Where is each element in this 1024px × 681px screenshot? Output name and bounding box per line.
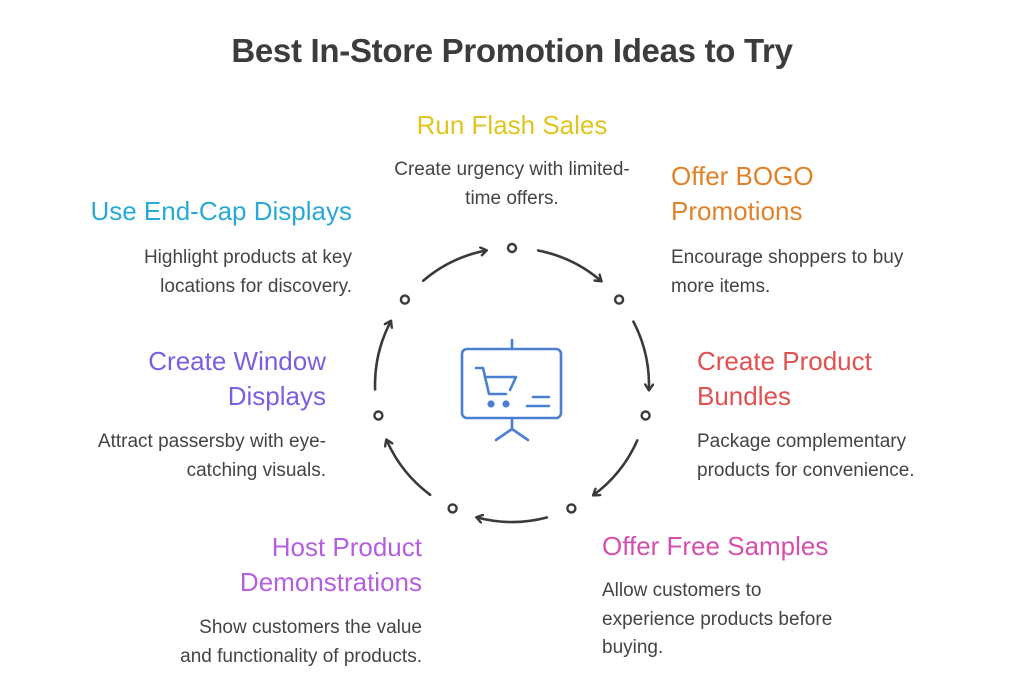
cycle-arrow — [373, 322, 391, 391]
step-use-end-cap-displays: Use End-Cap Displays Highlight products … — [12, 194, 352, 301]
step-description-line: catching visuals. — [186, 459, 326, 481]
step-description: Attract passersby with eye- catching vis… — [6, 428, 326, 485]
step-title: Run Flash Sales — [352, 108, 672, 143]
step-title-line: Run Flash Sales — [416, 110, 608, 140]
step-offer-bogo-promotions: Offer BOGO Promotions Encourage shoppers… — [671, 159, 1011, 301]
cycle-arrow — [594, 439, 639, 494]
step-title-line: Host Product — [271, 532, 422, 562]
step-description-line: Show customers the value — [199, 617, 422, 638]
step-title: Host Product Demonstrations — [22, 530, 422, 600]
step-host-product-demonstrations: Host Product Demonstrations Show custome… — [22, 530, 422, 671]
step-description: Encourage shoppers to buy more items. — [671, 244, 1011, 301]
step-title: Use End-Cap Displays — [12, 194, 352, 229]
cycle-arrow — [421, 251, 486, 282]
step-description: Show customers the value and functionali… — [22, 614, 422, 671]
step-title-line: Offer Free Samples — [602, 531, 829, 561]
cycle-node-dot — [613, 294, 625, 305]
step-description-line: Create urgency with limited- — [394, 159, 630, 180]
step-description: Highlight products at key locations for … — [12, 244, 352, 301]
step-description-line: products for convenience. — [697, 459, 915, 481]
cycle-arrow — [536, 249, 601, 281]
cycle-node-dot — [373, 410, 384, 421]
step-title: Create Product Bundles — [697, 344, 1017, 414]
step-title-line: Offer BOGO — [671, 161, 814, 191]
step-description-line: buying. — [602, 637, 664, 658]
cycle-arrow — [632, 320, 649, 390]
diagram-title: Best In-Store Promotion Ideas to Try — [231, 32, 793, 69]
cycle-arcs — [373, 249, 649, 522]
cycle-node-dot — [399, 294, 411, 305]
retail-presentation-cart-icon — [460, 338, 563, 442]
step-title-line: Use End-Cap Displays — [90, 196, 352, 226]
step-description-line: experience products before — [602, 608, 833, 630]
step-create-product-bundles: Create Product Bundles Package complemen… — [697, 344, 1017, 485]
step-description-line: Highlight products at key — [143, 247, 352, 268]
cycle-arrow — [477, 518, 549, 522]
cycle-node-dot — [447, 503, 458, 514]
step-description-line: Allow customers to — [602, 580, 762, 601]
step-description: Create urgency with limited- time offers… — [352, 156, 672, 213]
cycle-dots — [373, 242, 651, 514]
step-title-line: Promotions — [671, 196, 803, 226]
step-title-line: Create Product — [697, 346, 872, 376]
step-title-line: Bundles — [697, 381, 791, 411]
step-description-line: and functionality of products. — [180, 645, 422, 667]
step-title-line: Demonstrations — [239, 567, 422, 597]
step-create-window-displays: Create Window Displays Attract passersby… — [6, 344, 326, 485]
step-description-line: more items. — [671, 275, 771, 297]
step-offer-free-samples: Offer Free Samples Allow customers to ex… — [602, 529, 982, 663]
step-description-line: locations for discovery. — [160, 275, 352, 297]
step-description: Package complementary products for conve… — [697, 428, 1017, 485]
cycle-node-dot — [566, 503, 577, 514]
step-description-line: Encourage shoppers to buy — [671, 247, 904, 268]
step-description-line: Attract passersby with eye- — [97, 431, 326, 452]
step-run-flash-sales: Run Flash Sales Create urgency with limi… — [352, 108, 672, 213]
step-description-line: Package complementary — [697, 431, 907, 452]
step-description-line: time offers. — [465, 187, 559, 209]
step-title: Offer BOGO Promotions — [671, 159, 1011, 229]
step-title: Create Window Displays — [6, 344, 326, 414]
step-title-line: Create Window — [148, 346, 326, 376]
step-title-line: Displays — [227, 381, 326, 411]
cycle-node-dot — [506, 242, 518, 254]
cycle-node-dot — [640, 410, 651, 421]
cycle-arrow — [387, 440, 432, 497]
step-title: Offer Free Samples — [602, 529, 982, 564]
step-description: Allow customers to experience products b… — [602, 577, 982, 663]
